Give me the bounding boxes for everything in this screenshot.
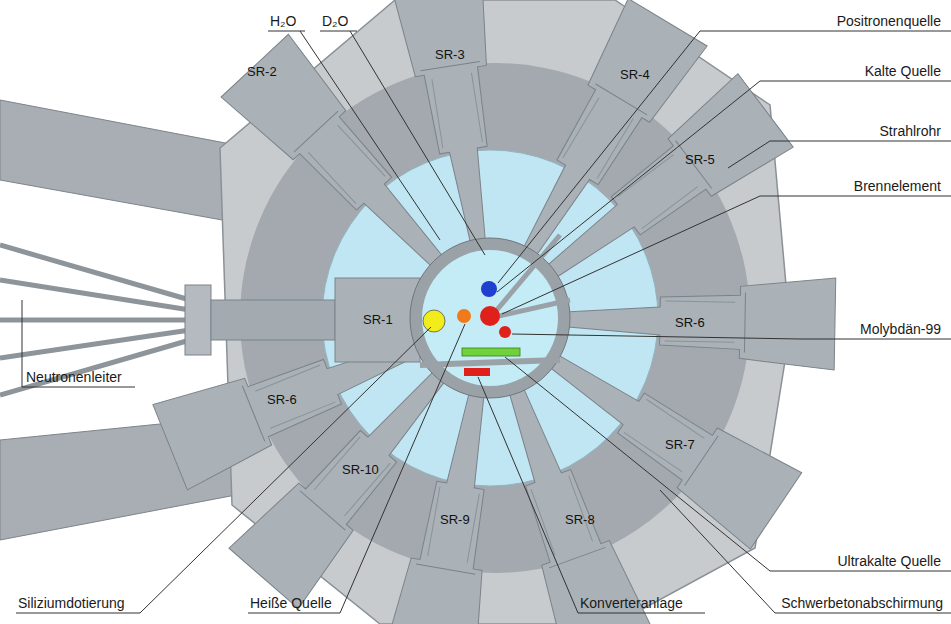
beam-tube-number: SR-2 (247, 64, 277, 80)
converter (464, 368, 490, 376)
beam-tube-number: SR-8 (565, 512, 595, 528)
callout-label: Neutronenleiter (26, 369, 122, 385)
leader-line (350, 31, 485, 255)
cold-source (481, 281, 497, 297)
beam-tube-number: SR-1 (363, 312, 393, 328)
beam-tube (211, 300, 335, 340)
callout-label: Ultrakalte Quelle (838, 553, 942, 569)
callout-label: Strahlrohr (880, 123, 941, 139)
leader-line (320, 31, 357, 32)
callout-label: Molybdän-99 (860, 321, 941, 337)
neutron-guide (0, 280, 190, 310)
leader-line (502, 196, 951, 314)
label-text: H₂O (270, 13, 296, 29)
beam-tube (471, 368, 652, 624)
label-text: D₂O (322, 13, 348, 29)
leader-lines (16, 31, 951, 613)
beam-tube-number: SR-4 (620, 67, 650, 83)
ultracold-source (462, 348, 520, 356)
beam-nose (420, 360, 560, 365)
callout-label: Schwerbetonabschirmung (781, 595, 943, 611)
beam-tube-number: SR-5 (685, 152, 715, 168)
callout-label: Positronenquelle (837, 13, 941, 29)
neutron-guide (0, 245, 190, 300)
callout-label: Siliziumdotierung (18, 595, 125, 611)
guide-block (185, 285, 211, 355)
leader-line (660, 490, 951, 613)
neutron-guide (0, 318, 190, 323)
leader-line (248, 324, 465, 613)
beam-tube-number: SR-10 (342, 462, 379, 478)
beam-tube-number: SR-6 (267, 392, 297, 408)
moderator-tank (410, 238, 570, 398)
leader-line (22, 300, 135, 387)
callout-label: Kalte Quelle (865, 63, 941, 79)
fuel-element (480, 306, 500, 326)
beam-tube (518, 74, 793, 313)
callout-label: Heiße Quelle (250, 595, 332, 611)
leader-line (497, 81, 951, 292)
beam-tube-number: SR-3 (435, 47, 465, 63)
leader-line (498, 31, 951, 283)
molybdenum-target (499, 326, 511, 338)
leader-line (300, 31, 440, 240)
beam-nose (490, 300, 570, 318)
callout-label: Brennelement (854, 178, 941, 194)
leader-line (478, 377, 705, 613)
beam-tube (335, 278, 420, 362)
callout-label: Konverteranlage (580, 595, 683, 611)
leader-line (16, 327, 431, 613)
beam-tube (559, 273, 836, 370)
neutron-guide (0, 330, 190, 358)
silicon-doping (423, 310, 445, 332)
leader-line (268, 31, 305, 32)
leader-line (505, 357, 951, 571)
beam-tube-number: SR-6 (675, 315, 705, 331)
beam-tube-number: SR-7 (665, 437, 695, 453)
hot-source (457, 309, 471, 323)
beam-tube-number: SR-9 (440, 512, 470, 528)
beam-tube (391, 0, 525, 256)
leader-line (728, 141, 951, 168)
